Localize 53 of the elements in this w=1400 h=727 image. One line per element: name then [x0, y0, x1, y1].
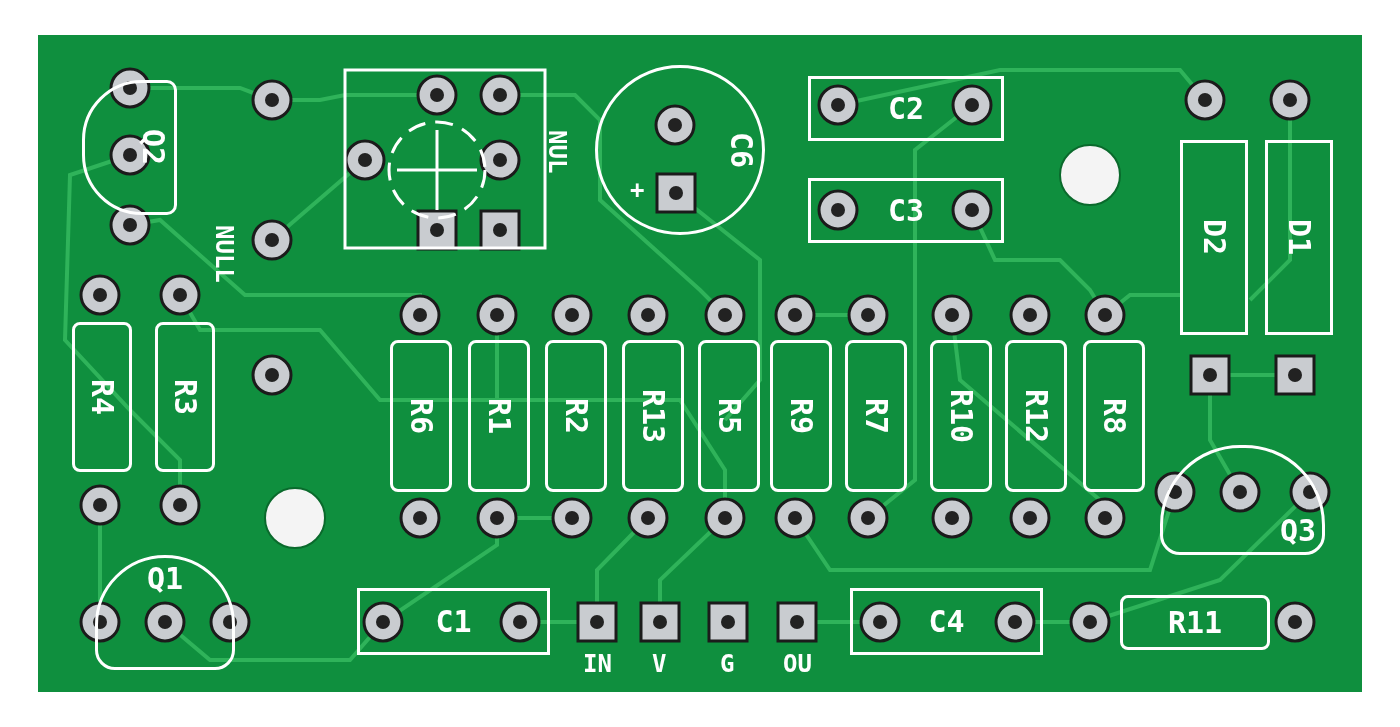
component-outline — [595, 65, 765, 235]
component-label: C2 — [887, 93, 925, 124]
component-outline — [155, 322, 215, 472]
component-label: C6 — [726, 131, 756, 169]
component-label: R5 — [714, 397, 744, 435]
pin-label: OU — [783, 652, 812, 676]
component-outline — [545, 340, 607, 492]
component-outline — [622, 340, 684, 492]
component-label: R3 — [170, 378, 200, 416]
component-label: R8 — [1099, 397, 1129, 435]
component-label: R11 — [1167, 607, 1223, 638]
component-label: C1 — [435, 606, 472, 637]
component-label: R7 — [861, 397, 891, 435]
component-outline — [770, 340, 832, 492]
component-outline — [357, 588, 550, 655]
component-outline — [1180, 140, 1248, 335]
component-outline — [468, 340, 530, 492]
component-outline — [850, 588, 1043, 655]
component-outline — [808, 178, 1004, 243]
component-outline — [1265, 140, 1333, 335]
component-label: R4 — [87, 378, 117, 416]
component-outline — [1083, 340, 1145, 492]
component-label: R9 — [786, 397, 816, 435]
component-label: Q2 — [138, 129, 168, 166]
component-outline — [1120, 595, 1270, 650]
component-label: C3 — [887, 195, 925, 226]
net-label: NULL — [212, 225, 236, 283]
polarity-mark: + — [630, 178, 645, 202]
component-label: R2 — [561, 397, 591, 435]
component-label: R13 — [638, 388, 668, 444]
component-outline — [1005, 340, 1067, 492]
component-outline — [698, 340, 760, 492]
component-outline — [1160, 445, 1325, 555]
component-outline — [390, 340, 452, 492]
pin-label: G — [720, 652, 735, 676]
component-label: Q3 — [1279, 516, 1316, 546]
component-outline — [82, 80, 177, 215]
pin-label: V — [652, 652, 667, 676]
pin-label: IN — [583, 652, 612, 676]
component-label: C4 — [928, 606, 965, 637]
component-outline — [930, 340, 992, 492]
component-label: D1 — [1284, 219, 1314, 256]
component-label: R12 — [1021, 388, 1051, 444]
component-label: R1 — [484, 397, 514, 435]
component-outline — [808, 76, 1004, 141]
component-label: R10 — [946, 388, 976, 444]
net-label: NUL — [545, 130, 569, 174]
component-outline — [72, 322, 132, 472]
component-outline — [845, 340, 907, 492]
component-label: Q1 — [146, 564, 184, 594]
component-label: R6 — [406, 397, 436, 435]
component-label: D2 — [1199, 219, 1229, 256]
component-outline — [95, 555, 235, 670]
